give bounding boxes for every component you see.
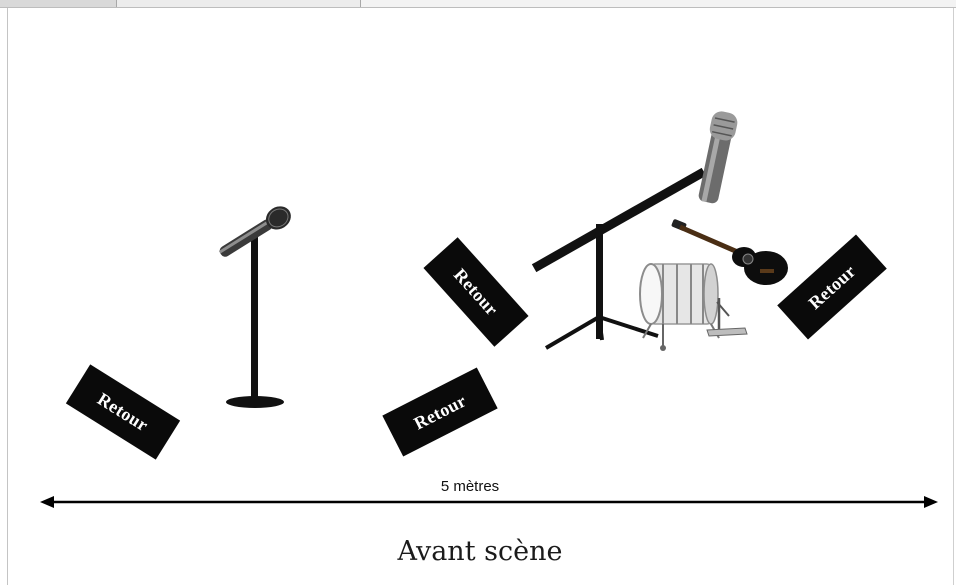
stage-monitor: Retour bbox=[66, 364, 180, 459]
tab-second[interactable] bbox=[117, 0, 361, 7]
stage-monitor-label: Retour bbox=[410, 390, 469, 434]
stage-monitor: Retour bbox=[423, 237, 528, 347]
dimension-label: 5 mètres bbox=[380, 478, 560, 495]
stage-monitor-label: Retour bbox=[450, 264, 503, 320]
stage-monitor-label: Retour bbox=[94, 388, 152, 435]
stage-monitor: Retour bbox=[382, 367, 497, 456]
tab-first[interactable] bbox=[0, 0, 117, 7]
page-margin-left bbox=[7, 8, 8, 585]
microphone-straight-stand-icon bbox=[210, 190, 310, 415]
page-margin-right bbox=[953, 8, 954, 585]
stage-monitor-label: Retour bbox=[804, 261, 860, 314]
bass-drum-icon bbox=[633, 258, 758, 358]
stage-front-label: Avant scène bbox=[340, 536, 620, 567]
tab-bar bbox=[0, 0, 956, 8]
dimension-arrow bbox=[40, 494, 938, 510]
